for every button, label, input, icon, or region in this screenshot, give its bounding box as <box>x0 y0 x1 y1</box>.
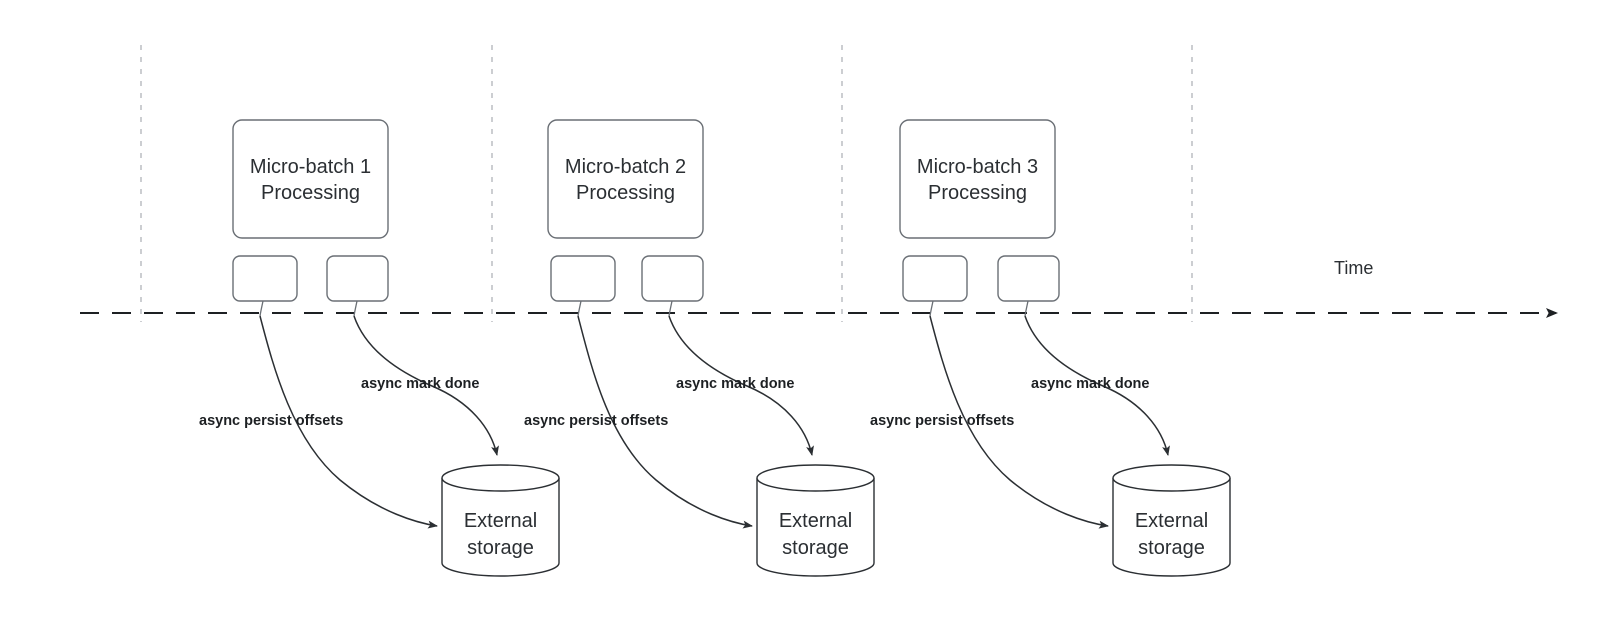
micro-batch-1-label-line2: Processing <box>261 182 360 204</box>
micro-batch-2-label-line1: Micro-batch 2 <box>565 156 686 178</box>
micro-batch-1-external-storage[interactable]: External storage <box>441 464 560 577</box>
external-storage-3-label-line2: storage <box>1138 537 1205 559</box>
micro-batch-1-group: Micro-batch 1 Processing async persist o… <box>199 119 560 577</box>
micro-batch-2-external-storage[interactable]: External storage <box>756 464 875 577</box>
micro-batch-1-persist-offsets-curve <box>259 315 438 529</box>
micro-batch-1-mark-done-curve <box>353 315 499 456</box>
micro-batch-3-persist-offsets-curve <box>929 315 1109 529</box>
external-storage-3-top <box>1112 464 1231 492</box>
micro-batch-2-label-line2: Processing <box>576 182 675 204</box>
external-storage-2-top <box>756 464 875 492</box>
external-storage-2-label-line1: External <box>779 510 852 532</box>
time-axis: Time <box>80 258 1558 318</box>
external-storage-3-body[interactable] <box>1112 478 1231 577</box>
micro-batch-1-persist-offsets-tick[interactable] <box>232 255 298 302</box>
time-axis-label: Time <box>1334 258 1373 278</box>
micro-batch-3-persist-offsets-tick[interactable] <box>902 255 968 302</box>
micro-batch-3-mark-done-tick[interactable] <box>997 255 1060 302</box>
micro-batch-2-box[interactable]: Micro-batch 2 Processing <box>547 119 704 239</box>
micro-batch-3-mark-done-curve <box>1024 315 1170 456</box>
external-storage-2-label-line2: storage <box>782 537 849 559</box>
external-storage-2-body[interactable] <box>756 478 875 577</box>
micro-batch-2-mark-done-tick[interactable] <box>641 255 704 302</box>
micro-batch-2-box-rect[interactable] <box>547 119 704 239</box>
micro-batch-2-persist-stem <box>577 300 582 317</box>
micro-batch-1-persist-stem <box>259 300 264 317</box>
timeline-dividers <box>140 45 1193 322</box>
micro-batch-2-mark-done-curve <box>668 315 814 456</box>
micro-batch-3-mark-done-label: async mark done <box>1031 376 1149 392</box>
micro-batch-3-persist-offsets-label: async persist offsets <box>870 413 1014 429</box>
external-storage-1-top <box>441 464 560 492</box>
micro-batch-1-box[interactable]: Micro-batch 1 Processing <box>232 119 389 239</box>
micro-batch-2-mark-done-label: async mark done <box>676 376 794 392</box>
micro-batch-3-label-line1: Micro-batch 3 <box>917 156 1038 178</box>
micro-batch-2-markdone-stem <box>668 300 673 317</box>
micro-batch-3-external-storage[interactable]: External storage <box>1112 464 1231 577</box>
micro-batch-3-persist-stem <box>929 300 934 317</box>
micro-batch-1-markdone-stem <box>353 300 358 317</box>
micro-batch-3-box[interactable]: Micro-batch 3 Processing <box>899 119 1056 239</box>
micro-batch-2-persist-offsets-tick[interactable] <box>550 255 616 302</box>
micro-batch-1-box-rect[interactable] <box>232 119 389 239</box>
micro-batch-3-markdone-stem <box>1024 300 1029 317</box>
micro-batch-2-persist-offsets-curve <box>577 315 753 529</box>
micro-batch-3-box-rect[interactable] <box>899 119 1056 239</box>
micro-batch-2-persist-offsets-label: async persist offsets <box>524 413 668 429</box>
micro-batch-1-persist-offsets-label: async persist offsets <box>199 413 343 429</box>
micro-batch-1-mark-done-tick[interactable] <box>326 255 389 302</box>
external-storage-3-label-line1: External <box>1135 510 1208 532</box>
external-storage-1-body[interactable] <box>441 478 560 577</box>
micro-batch-3-label-line2: Processing <box>928 182 1027 204</box>
micro-batch-3-group: Micro-batch 3 Processing async persist o… <box>870 119 1231 577</box>
external-storage-1-label-line2: storage <box>467 537 534 559</box>
micro-batch-1-label-line1: Micro-batch 1 <box>250 156 371 178</box>
external-storage-1-label-line1: External <box>464 510 537 532</box>
micro-batch-2-group: Micro-batch 2 Processing async persist o… <box>524 119 875 577</box>
micro-batch-1-mark-done-label: async mark done <box>361 376 479 392</box>
